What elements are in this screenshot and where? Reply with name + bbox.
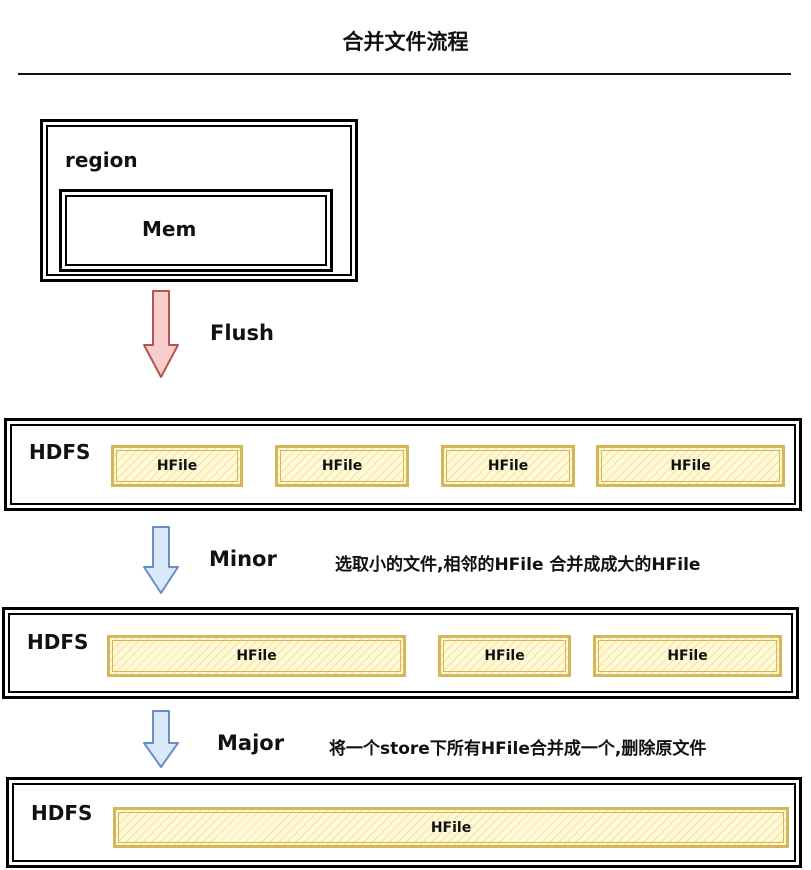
diagram-title: 合并文件流程 bbox=[342, 30, 469, 54]
minor-description: 选取小的文件,相邻的HFile 合并成成大的HFile bbox=[335, 555, 701, 575]
hdfs-box-1: HDFS HFile HFile HFile HFile bbox=[4, 418, 802, 511]
hfile-block: HFile bbox=[596, 445, 785, 487]
minor-label: Minor bbox=[209, 547, 277, 571]
hfile-block: HFile bbox=[107, 635, 406, 677]
major-arrow-icon bbox=[143, 710, 179, 768]
major-label: Major bbox=[217, 731, 285, 755]
hdfs-label-1: HDFS bbox=[29, 440, 91, 464]
hfile-block: HFile bbox=[441, 445, 575, 487]
flush-label: Flush bbox=[210, 321, 274, 345]
title-divider bbox=[18, 73, 791, 75]
hfile-block: HFile bbox=[111, 445, 243, 487]
hfile-block: HFile bbox=[593, 635, 782, 677]
region-box: region Mem bbox=[40, 119, 358, 282]
mem-box: Mem bbox=[59, 189, 333, 272]
flush-arrow-icon bbox=[143, 290, 179, 378]
minor-arrow-icon bbox=[143, 526, 179, 594]
mem-label: Mem bbox=[142, 217, 197, 241]
major-description: 将一个store下所有HFile合并成一个,删除原文件 bbox=[329, 739, 707, 759]
hdfs-box-2: HDFS HFile HFile HFile bbox=[2, 607, 799, 699]
hfile-block: HFile bbox=[275, 445, 409, 487]
hdfs-box-3: HDFS HFile bbox=[6, 777, 802, 868]
region-label: region bbox=[65, 148, 138, 172]
hfile-block: HFile bbox=[438, 635, 571, 677]
hfile-block: HFile bbox=[113, 807, 789, 848]
hdfs-label-2: HDFS bbox=[27, 630, 89, 654]
hdfs-label-3: HDFS bbox=[31, 801, 93, 825]
